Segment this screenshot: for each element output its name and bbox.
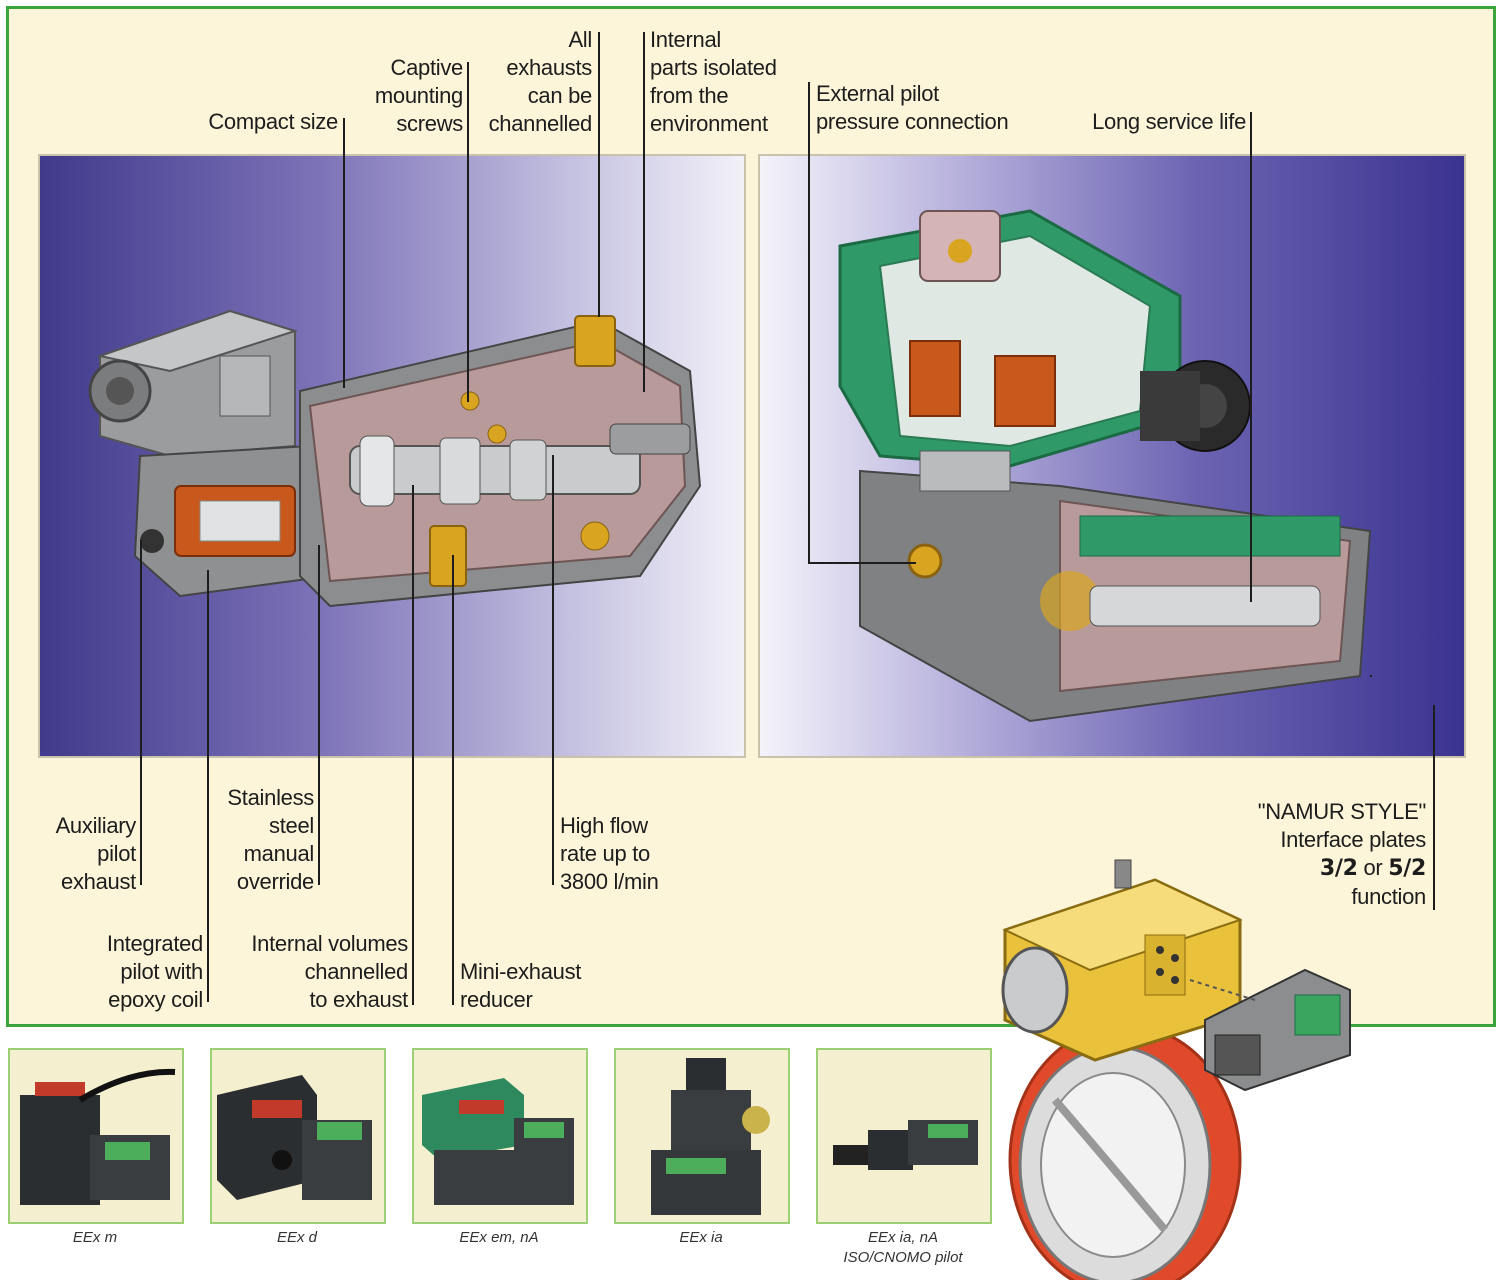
callout-all-exhausts: All exhausts can be channelled: [488, 27, 593, 136]
right-valve-panel: [758, 154, 1466, 758]
product-thumb-eex-em-na: [412, 1048, 588, 1224]
product-thumb-eex-ia: [614, 1048, 790, 1224]
eex-em-na-valve-icon: [422, 1078, 574, 1205]
cutaway-valve-illustration: [88, 309, 702, 608]
leader-mini-exhaust: [452, 555, 454, 1005]
leader-integrated: [207, 570, 209, 1002]
callout-captive-screws: Captive mounting screws: [374, 55, 463, 136]
leader-internal-volumes: [412, 485, 414, 1005]
leader-stainless: [318, 545, 320, 885]
leader-external-pilot: [808, 82, 810, 562]
callout-mini-exhaust: Mini-exhaust reducer: [460, 959, 582, 1012]
product-thumb-eex-ia-na-iso: [816, 1048, 992, 1224]
leader-namur: [1433, 705, 1435, 910]
leader-internal-parts: [643, 32, 645, 392]
product-thumb-eex-m: [8, 1048, 184, 1224]
caption-eex-em-na: EEx em, nA: [459, 1229, 539, 1246]
callout-long-service: Long service life: [1092, 109, 1246, 134]
caption-eex-m: EEx m: [72, 1229, 118, 1246]
leader-namur-dot: [1370, 675, 1372, 677]
product-thumb-eex-d: [210, 1048, 386, 1224]
left-valve-panel: [38, 154, 746, 758]
callout-compact-size: Compact size: [208, 109, 338, 134]
leader-compact-size: [343, 118, 345, 388]
caption-eex-d: EEx d: [276, 1229, 318, 1246]
actuator-butterfly-illustration: [1001, 859, 1351, 1280]
leader-auxiliary: [140, 540, 142, 885]
eex-ia-na-iso-valve-icon: [833, 1120, 978, 1170]
callout-internal-volumes: Internal volumes channelled to exhaust: [251, 931, 408, 1012]
leader-external-pilot-h: [808, 562, 916, 564]
callout-internal-parts: Internal parts isolated from the environ…: [650, 27, 777, 136]
leader-all-exhausts: [598, 32, 600, 317]
eex-m-valve-icon: [20, 1068, 176, 1205]
leader-high-flow: [552, 455, 554, 885]
callout-external-pilot: External pilot pressure connection: [816, 81, 1009, 134]
callout-stainless: Stainless steel manual override: [227, 785, 314, 894]
namur-valve-illustration: [838, 209, 1372, 723]
callout-integrated: Integrated pilot with epoxy coil: [106, 931, 203, 1012]
caption-eex-ia-na-iso: EEx ia, nA ISO/CNOMO pilot: [843, 1229, 963, 1266]
callout-namur: "NAMUR STYLE" Interface plates 3/2 or 5/…: [1257, 799, 1427, 909]
callout-auxiliary: Auxiliary pilot exhaust: [55, 813, 137, 894]
eex-ia-valve-icon: [651, 1058, 770, 1215]
eex-d-valve-icon: [217, 1075, 372, 1200]
leader-captive-screws: [467, 62, 469, 402]
leader-long-service: [1250, 112, 1252, 602]
callout-high-flow: High flow rate up to 3800 l/min: [560, 813, 659, 894]
caption-eex-ia: EEx ia: [679, 1229, 723, 1246]
